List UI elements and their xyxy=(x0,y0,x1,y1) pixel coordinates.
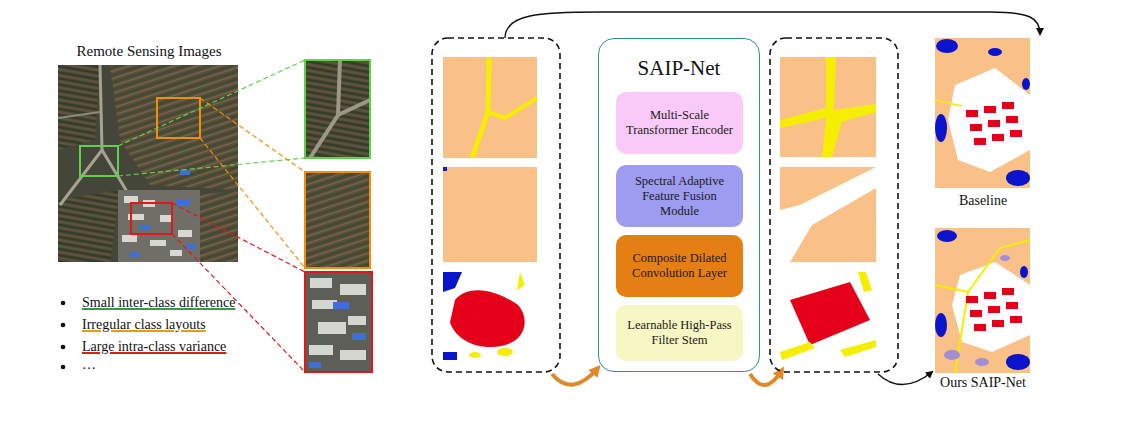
result-panel: Baseline xyxy=(925,36,1041,210)
model-title: SAIP-Net xyxy=(599,56,759,80)
module-box: Learnable High-Pass Filter Stem xyxy=(616,305,743,361)
module-box: Composite Dilated Convolution Layer xyxy=(616,235,743,297)
challenge-text: Irregular class layouts xyxy=(82,316,206,334)
module-box-text: Spectral Adaptive Feature Fusion Module xyxy=(622,174,737,219)
result-panel-text: Ours SAIP-Net xyxy=(938,374,1028,392)
challenge-text: Large intra-class variance xyxy=(82,338,226,356)
module-box-text: Multi-Scale Transformer Encoder xyxy=(622,108,737,138)
module-box: Multi-Scale Transformer Encoder xyxy=(616,92,743,154)
module-box-text: Composite Dilated Convolution Layer xyxy=(622,251,737,281)
image-panel: Remote Sensing Images xyxy=(52,42,246,264)
module-box-text: Learnable High-Pass Filter Stem xyxy=(622,318,737,348)
module-box: Spectral Adaptive Feature Fusion Module xyxy=(616,165,743,227)
result-panel-text: Baseline xyxy=(957,192,1009,210)
challenge-text: Small inter-class difference xyxy=(82,294,235,312)
challenge-text: … xyxy=(82,356,96,374)
model-box: SAIP-NetMulti-Scale Transformer EncoderS… xyxy=(598,38,760,372)
result-panel: Ours SAIP-Net xyxy=(917,226,1049,392)
image-panel-text: Remote Sensing Images xyxy=(77,42,222,60)
